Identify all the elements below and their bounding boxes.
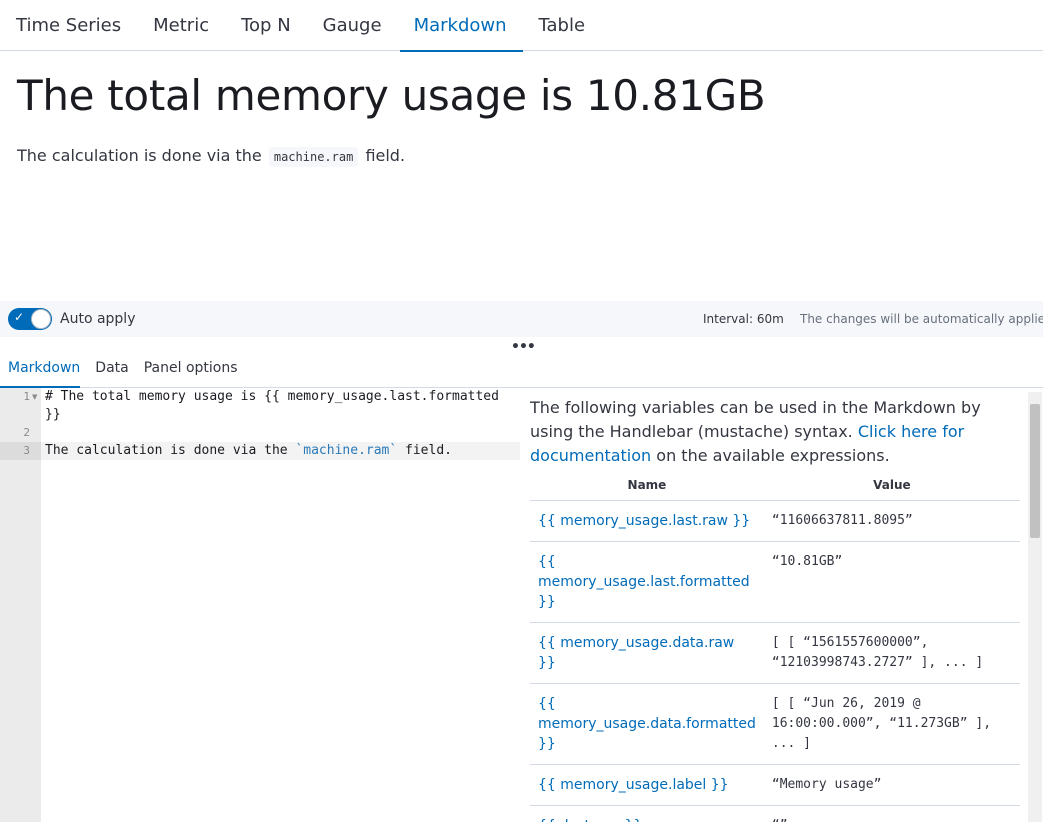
variable-name[interactable]: {{ memory_usage.last.raw }} [530, 500, 764, 542]
auto-apply-bar: ✓ Auto apply Interval: 60m The changes w… [0, 301, 1043, 337]
column-header-value: Value [763, 470, 1020, 501]
variable-value: “” [763, 805, 1020, 822]
variables-panel: The following variables can be used in t… [520, 388, 1043, 822]
code-inline-token: `machine.ram` [295, 443, 398, 458]
check-icon: ✓ [14, 310, 25, 324]
auto-apply-toggle[interactable]: ✓ [8, 308, 52, 330]
code-line-3: The calculation is done via the `machine… [45, 443, 452, 458]
line-number: 2 [23, 426, 30, 439]
toggle-knob [31, 309, 51, 329]
active-line-highlight [41, 442, 520, 460]
panel-scrollbar[interactable] [1028, 392, 1042, 822]
editor-tabs: Markdown Data Panel options [0, 352, 1043, 388]
auto-apply-label: Auto apply [60, 311, 136, 327]
variable-value: [ [ “1561557600000”, “12103998743.2727” … [763, 622, 1020, 684]
variable-value: “10.81GB” [763, 541, 1020, 623]
table-row: {{ memory_usage.data.raw }} [ [ “1561557… [530, 622, 1020, 684]
variable-name[interactable]: {{ memory_usage.last.formatted }} [530, 541, 764, 623]
preview-text-after: field. [365, 146, 406, 165]
fold-arrow-icon[interactable]: ▼ [32, 393, 38, 401]
intro-text: The following variables can be used in t… [530, 398, 981, 441]
column-header-name: Name [530, 470, 764, 501]
active-line-gutter [0, 442, 41, 460]
table-row: {{ memory_usage.last.formatted }} “10.81… [530, 541, 1020, 623]
code-line-1: # The total memory usage is {{ memory_us… [45, 389, 499, 404]
documentation-link[interactable]: Click here for documentation [530, 422, 965, 465]
line-number: 3 [23, 444, 30, 457]
markdown-code-editor[interactable]: 1 ▼ 2 3 # The total memory usage is {{ m… [0, 388, 520, 822]
line-number: 1 [23, 390, 30, 403]
variable-name[interactable]: {{ memory_usage.label }} [530, 764, 764, 806]
table-row: {{ memory_usage.last.raw }} “11606637811… [530, 500, 1020, 542]
intro-end-text: on the available expressions. [656, 446, 890, 465]
variable-value: [ [ “Jun 26, 2019 @ 16:00:00.000”, “11.2… [763, 683, 1020, 765]
variable-value: “11606637811.8095” [763, 500, 1020, 542]
tab-metric[interactable]: Metric [153, 15, 210, 36]
scrollbar-thumb[interactable] [1030, 404, 1040, 538]
variable-name[interactable]: {{ .last.raw }} [530, 805, 764, 822]
preview-heading: The total memory usage is 10.81GB [17, 71, 766, 120]
code-text-after: field. [397, 443, 452, 458]
table-header-row: Name Value [530, 470, 1020, 501]
table-row: {{ .last.raw }} “” [530, 805, 1020, 822]
tab-markdown[interactable]: Markdown [399, 0, 523, 52]
variables-table: Name Value {{ memory_usage.last.raw }} “… [530, 470, 1020, 822]
tab-data[interactable]: Data [95, 360, 129, 376]
resize-handle-icon[interactable]: ••• [511, 339, 536, 355]
variables-intro: The following variables can be used in t… [530, 396, 1020, 468]
visualization-type-tabs: Time Series Metric Top N Gauge Markdown … [0, 0, 1043, 52]
preview-paragraph: The calculation is done via the machine.… [17, 146, 406, 167]
variable-name[interactable]: {{ memory_usage.data.raw }} [530, 622, 764, 684]
auto-applied-note: The changes will be automatically applie… [800, 312, 1043, 326]
code-line-1-wrap: }} [45, 407, 61, 422]
editor-gutter: 1 ▼ 2 3 [0, 388, 41, 822]
preview-text-before: The calculation is done via the [17, 146, 262, 165]
variable-name[interactable]: {{ memory_usage.data.formatted }} [530, 683, 764, 765]
variable-value: “Memory usage” [763, 764, 1020, 806]
table-row: {{ memory_usage.label }} “Memory usage” [530, 764, 1020, 806]
interval-label: Interval: 60m [703, 312, 784, 326]
code-text-before: The calculation is done via the [45, 443, 296, 458]
tab-top-n[interactable]: Top N [241, 15, 291, 36]
table-row: {{ memory_usage.data.formatted }} [ [ “J… [530, 683, 1020, 765]
tab-panel-options[interactable]: Panel options [143, 360, 238, 376]
preview-inline-code: machine.ram [268, 147, 359, 167]
tab-markdown-editor[interactable]: Markdown [0, 352, 81, 388]
tab-table[interactable]: Table [538, 15, 586, 36]
tab-gauge[interactable]: Gauge [322, 15, 382, 36]
tab-time-series[interactable]: Time Series [16, 15, 122, 36]
markdown-preview: The total memory usage is 10.81GB The ca… [0, 51, 1043, 301]
